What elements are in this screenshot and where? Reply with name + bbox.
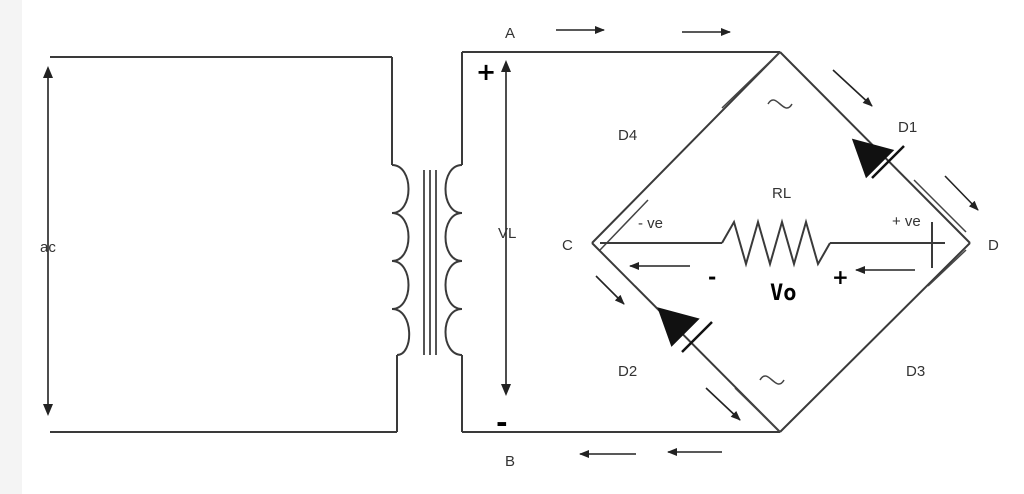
d3-label: D3 <box>906 363 925 380</box>
ac-label: ac <box>40 239 56 256</box>
secondary-wiring <box>461 51 780 433</box>
node-d-label: D <box>988 237 999 254</box>
plus-right-sign: + <box>832 265 849 289</box>
primary-loop <box>50 56 398 433</box>
node-a-label: A <box>505 25 515 42</box>
vl-label: VL <box>498 225 516 242</box>
plus-top-sign: + <box>476 58 496 86</box>
ac-voltage-arrow <box>43 66 53 416</box>
vo-label: Vo <box>770 281 797 306</box>
positive-ve-label: + ve <box>892 213 921 230</box>
diode-d2 <box>657 307 713 353</box>
node-b-label: B <box>505 453 515 470</box>
diode-d1 <box>851 138 905 179</box>
negative-ve-label: - ve <box>638 215 663 232</box>
tilde-symbols <box>759 99 793 385</box>
d4-label: D4 <box>618 127 637 144</box>
minus-left-sign: - <box>708 265 716 289</box>
current-arrows <box>556 26 979 458</box>
transformer <box>391 164 463 356</box>
d2-label: D2 <box>618 363 637 380</box>
d1-label: D1 <box>898 119 917 136</box>
minus-bottom-sign: - <box>496 406 508 439</box>
left-shade <box>0 0 22 494</box>
vl-arrow <box>501 60 511 396</box>
node-c-label: C <box>562 237 573 254</box>
load-resistor <box>600 218 945 268</box>
rl-label: RL <box>772 185 791 202</box>
